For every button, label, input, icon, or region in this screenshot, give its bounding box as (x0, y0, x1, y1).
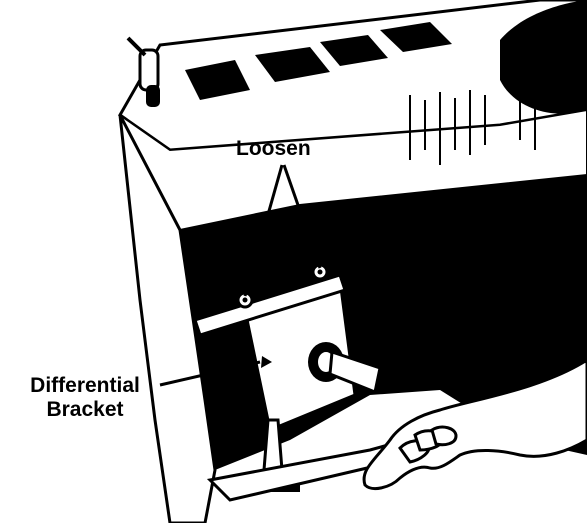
vent-4 (380, 22, 452, 52)
motor-shadow (500, 0, 587, 114)
screw-right (311, 263, 329, 281)
vent-1 (185, 60, 250, 100)
loosen-label: Loosen (236, 137, 311, 160)
arrowhead-bracket (261, 356, 272, 368)
vent-2 (255, 47, 330, 82)
differential-bracket-label: Differential Bracket (6, 374, 164, 422)
bracket-label-line-1: Differential (30, 374, 140, 397)
leader-lines (159, 164, 322, 387)
hinge (126, 36, 160, 107)
bracket-label-line-2: Bracket (46, 398, 124, 421)
differential-shaft (308, 342, 382, 395)
fingers (398, 425, 458, 464)
vent-3 (320, 35, 388, 66)
bracket-top-rail (193, 273, 347, 337)
